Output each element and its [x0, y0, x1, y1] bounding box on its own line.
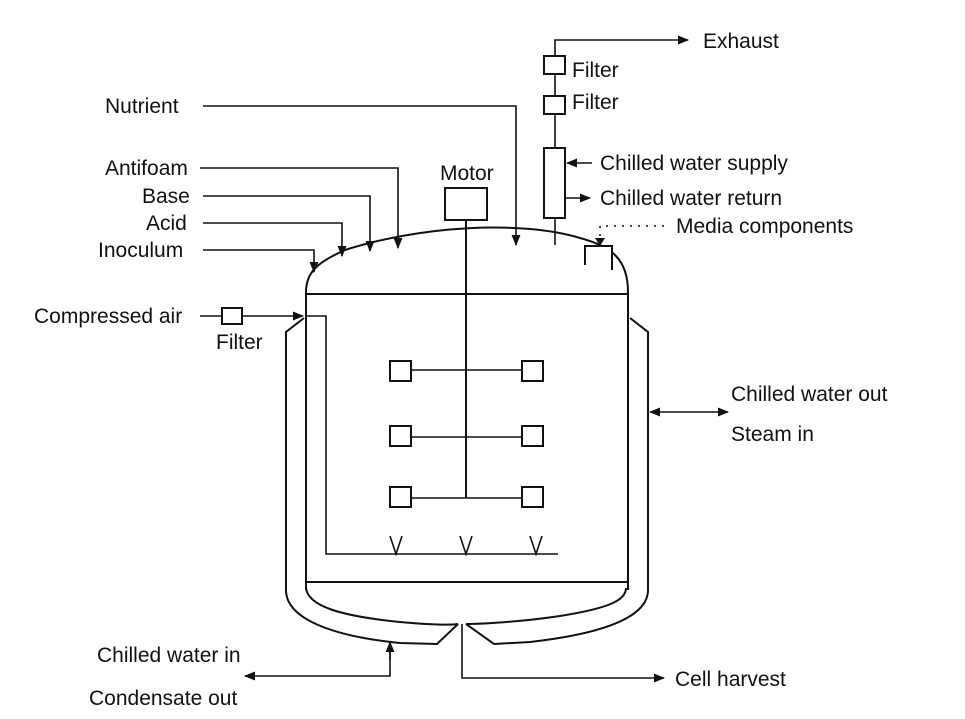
agitator: Motor: [389, 162, 544, 508]
media-dotted-line: [599, 225, 664, 240]
impeller-blade: [521, 360, 544, 382]
jacket-right: [465, 317, 649, 646]
cell-harvest-label: Cell harvest: [675, 668, 786, 691]
feed-lines: Nutrient Antifoam Base Acid Inoculum: [98, 95, 521, 274]
exhaust-filter-2: [543, 95, 566, 115]
motor-label: Motor: [440, 162, 494, 185]
media-arrow-icon: [595, 238, 605, 246]
chilled-water-in-label: Chilled water in: [97, 644, 241, 667]
exhaust-stack: Exhaust Filter Filter Chilled water supp…: [543, 30, 788, 245]
nutrient-label: Nutrient: [105, 95, 179, 118]
air-filter-label: Filter: [216, 331, 263, 354]
condensate-out-label: Condensate out: [89, 687, 237, 710]
base-line: [203, 195, 375, 253]
cell-harvest-line: [461, 624, 666, 683]
condenser: [543, 147, 566, 219]
compressed-air-label: Compressed air: [34, 305, 182, 328]
impeller-blade: [521, 425, 544, 447]
exhaust-filter-1: [543, 55, 566, 75]
impeller-blade: [521, 486, 544, 508]
acid-line: [203, 222, 347, 258]
bottom-ports: Chilled water in Condensate out Cell har…: [89, 624, 786, 710]
inoculum-line: [203, 249, 319, 274]
vessel-bottom-inner-right: [465, 587, 627, 625]
antifoam-line: [200, 167, 403, 250]
filter-top-1-label: Filter: [572, 59, 619, 82]
sparger-nozzle: [529, 535, 543, 557]
media-components-label: Media components: [676, 215, 853, 238]
media-port: Media components: [584, 215, 853, 270]
antifoam-label: Antifoam: [105, 157, 188, 180]
jacket-bottom-line: [243, 644, 391, 681]
inoculum-label: Inoculum: [98, 239, 183, 262]
chilled-water-out-label: Chilled water out: [731, 383, 888, 406]
compressed-air-inlet: Compressed air Filter: [34, 305, 305, 354]
steam-in-label: Steam in: [731, 423, 814, 446]
exhaust-label: Exhaust: [703, 30, 779, 53]
jacket-left: [285, 317, 459, 646]
sparger-pipe: [306, 315, 558, 555]
jacket: [285, 317, 649, 646]
nutrient-line: [203, 105, 521, 247]
sparger-nozzle: [389, 535, 403, 557]
filter-top-2-label: Filter: [572, 91, 619, 114]
motor-box: [444, 187, 488, 221]
impeller-blade: [389, 360, 412, 382]
media-port-box: [584, 245, 613, 270]
air-filter-box: [221, 307, 243, 325]
impeller-blade: [389, 425, 412, 447]
exhaust-line: [554, 35, 690, 56]
chilled-water-return-label: Chilled water return: [600, 187, 782, 210]
sparger-nozzle: [459, 535, 473, 557]
acid-label: Acid: [146, 212, 187, 235]
sparger: [306, 315, 558, 557]
base-label: Base: [142, 185, 190, 208]
jacket-side-port: Chilled water out Steam in: [648, 383, 888, 446]
chilled-water-supply-label: Chilled water supply: [600, 152, 788, 175]
impeller-blade: [389, 486, 412, 508]
vessel-bottom-inner-left: [305, 587, 459, 626]
